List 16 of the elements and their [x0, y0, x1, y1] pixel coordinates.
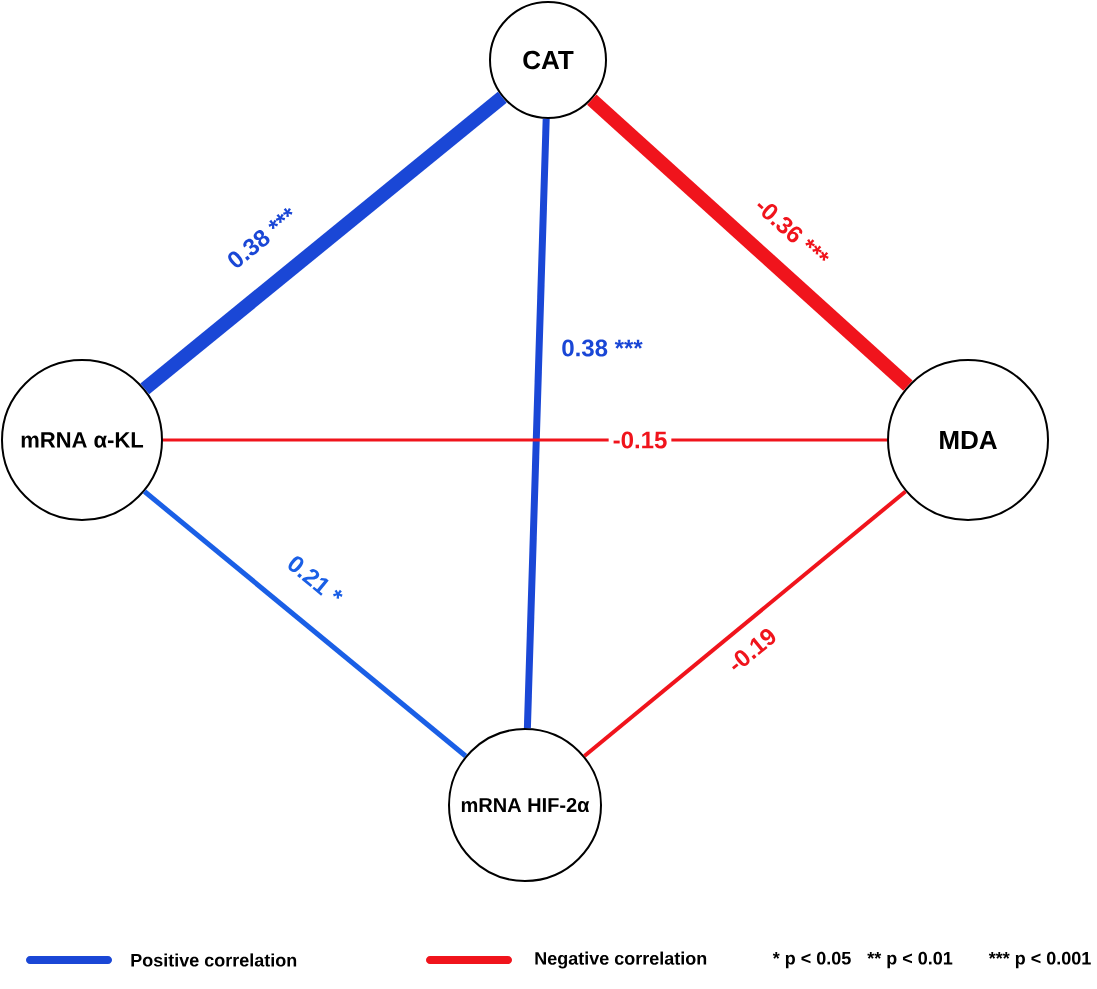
significance-note: *** p < 0.001: [988, 951, 1091, 969]
edge-label: 0.38 ***: [557, 335, 647, 361]
correlation-line: [163, 438, 887, 442]
correlation-line: [523, 118, 550, 729]
correlation-line: [583, 489, 907, 758]
significance-note: ** p < 0.01: [867, 951, 953, 969]
correlation-line: [142, 489, 468, 758]
correlation-line: [587, 94, 913, 391]
correlation-line: [140, 91, 507, 395]
edge-label: -0.15: [608, 427, 672, 453]
edge-label: -0.36 ***: [757, 203, 829, 261]
significance-note: * p < 0.05: [772, 951, 851, 969]
edge-label: 0.38 ***: [228, 207, 293, 268]
edge-label: 0.21 *: [288, 556, 343, 599]
legend-label: Positive correlation: [131, 953, 297, 967]
legend-label: Negative correlation: [535, 951, 707, 969]
